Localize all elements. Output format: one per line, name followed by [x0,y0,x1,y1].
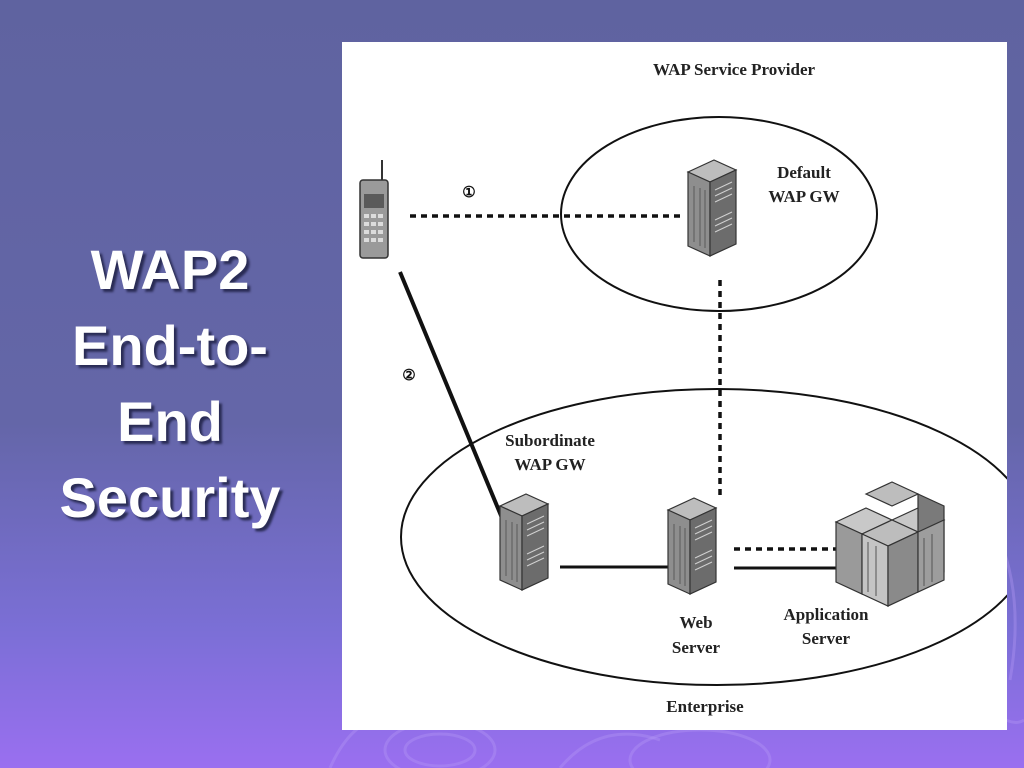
enterprise-label: Enterprise [666,697,744,716]
web-server-label-2: Server [672,638,721,657]
web-server-icon [667,497,717,595]
mobile-phone-icon [359,160,389,259]
subordinate-gw-label-1: Subordinate [505,431,595,450]
title-line-3: End [117,390,223,453]
provider-label: WAP Service Provider [653,60,816,79]
wap-diagram: WAP Service Provider Enterprise ① ② [359,60,1007,716]
app-server-label-2: Server [802,629,851,648]
enterprise-ellipse [400,388,1007,686]
slide-title: WAP2 End-to- End Security [20,232,320,536]
title-line-1: WAP2 [90,238,250,301]
title-line-2: End-to- [72,314,268,377]
app-server-label-1: Application [783,605,869,624]
path1-marker: ① [462,185,475,201]
default-gw-server-icon [687,159,737,257]
default-gw-label-1: Default [777,163,831,182]
title-line-4: Security [59,466,281,529]
path2-marker: ② [402,368,415,384]
subordinate-gw-label-2: WAP GW [514,455,585,474]
provider-ellipse [560,116,878,312]
diagram-panel: WAP Service Provider Enterprise ① ② [342,42,1007,730]
application-server-icon [834,481,946,607]
path2-line [398,271,504,519]
web-server-label-1: Web [679,613,712,632]
default-gw-label-2: WAP GW [768,187,839,206]
subordinate-gw-server-icon [499,493,549,591]
